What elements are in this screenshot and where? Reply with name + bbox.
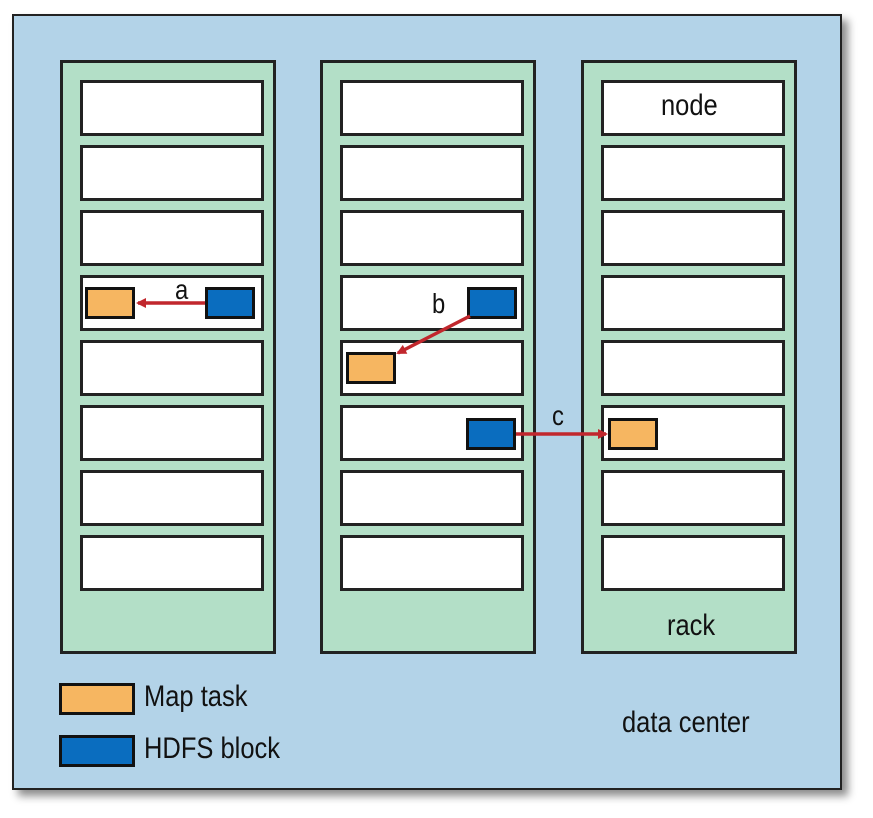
legend-map-task-swatch: [59, 683, 135, 715]
rack-2-node-3: [340, 210, 524, 266]
rack-3-node-1: [601, 80, 785, 136]
rack-2-node-7: [340, 470, 524, 526]
map-task-b: [346, 352, 396, 384]
rack-1-node-5: [80, 340, 264, 396]
rack-1-node-1: [80, 80, 264, 136]
rack-1-node-2: [80, 145, 264, 201]
rack-1-node-6: [80, 405, 264, 461]
rack-3-node-3: [601, 210, 785, 266]
map-task-a: [85, 287, 135, 319]
arrow-label-b: b: [432, 288, 446, 319]
rack-label: rack: [667, 609, 716, 642]
rack-1-node-7: [80, 470, 264, 526]
arrow-label-a: a: [175, 274, 189, 305]
rack-2-node-1: [340, 80, 524, 136]
arrow-label-c: c: [552, 400, 564, 431]
legend-map-task-label: Map task: [144, 680, 248, 713]
arrow-b: [396, 314, 471, 355]
rack-1-node-3: [80, 210, 264, 266]
rack-2-node-8: [340, 535, 524, 591]
rack-3: [581, 60, 797, 654]
data-center-label: data center: [622, 706, 750, 739]
node-label: node: [661, 89, 718, 122]
map-task-c: [608, 418, 658, 450]
legend-hdfs-block-swatch: [59, 735, 135, 767]
rack-2: [320, 60, 536, 654]
rack-3-node-4: [601, 275, 785, 331]
rack-3-node-8: [601, 535, 785, 591]
hdfs-block-c: [466, 418, 516, 450]
rack-3-node-2: [601, 145, 785, 201]
rack-3-node-7: [601, 470, 785, 526]
rack-2-node-2: [340, 145, 524, 201]
rack-1-node-8: [80, 535, 264, 591]
hdfs-block-b: [467, 287, 517, 319]
hdfs-block-a: [205, 287, 255, 319]
rack-3-node-5: [601, 340, 785, 396]
legend-hdfs-block-label: HDFS block: [144, 732, 281, 765]
rack-1: [60, 60, 276, 654]
